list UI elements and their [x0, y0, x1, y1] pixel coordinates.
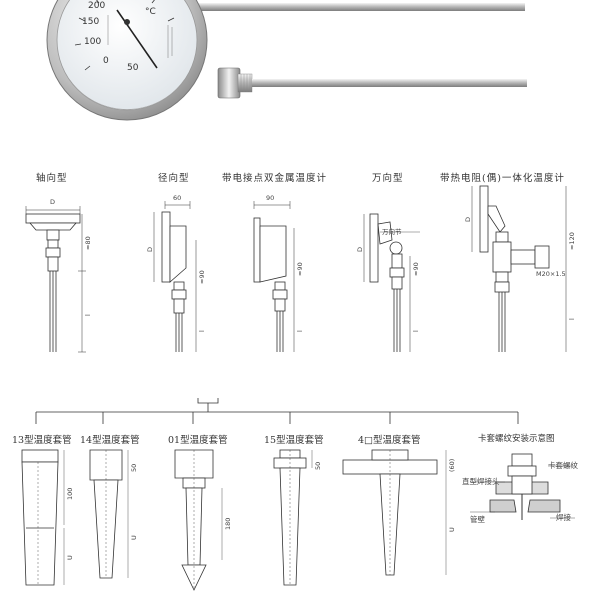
- integrated-drawing: [471, 185, 567, 352]
- dim-80-axial: ≈80: [84, 236, 92, 250]
- dim-180-sleeve01: 180: [224, 517, 232, 530]
- dim-50-sleeve15: 50: [314, 461, 322, 470]
- dim-u-sleeve14: U: [130, 535, 138, 540]
- install-thread: 卡套螺纹: [548, 461, 578, 470]
- dim-60-sleeve4: (60): [448, 458, 456, 472]
- dial-scale-150: 150: [82, 17, 99, 27]
- dim-50-sleeve14: 50: [130, 463, 138, 472]
- label-radial: 径向型: [158, 173, 190, 184]
- dial-scale-0: 0: [103, 56, 109, 66]
- dial-scale-50: 50: [127, 63, 139, 73]
- dim-90-universal: ≈90: [412, 262, 420, 276]
- dim-u-sleeve4: U: [448, 527, 456, 532]
- dim-100-sleeve13: 100: [66, 487, 74, 500]
- dial-scale-100: 100: [84, 37, 101, 47]
- dial-unit: °C: [145, 7, 156, 17]
- label-install: 卡套螺纹安装示意图: [478, 434, 555, 444]
- label-sleeve-01: 01型温度套管: [168, 435, 228, 446]
- sleeve-bracket: [35, 398, 519, 424]
- install-joint: 直型焊接头: [462, 477, 500, 486]
- label-universal: 万向型: [372, 173, 404, 184]
- label-sleeve-15: 15型温度套管: [264, 435, 324, 446]
- install-weld: 焊接: [556, 513, 571, 522]
- contact-drawing: [253, 201, 295, 352]
- install-wall: 管壁: [470, 515, 485, 524]
- stem-upper: [195, 3, 525, 11]
- install-drawing: [470, 453, 575, 520]
- dial-face: [56, 0, 198, 111]
- label-sleeve-4: 4□型温度套管: [358, 435, 421, 446]
- product-photo: 0 100 150 50 200 °C: [46, 0, 527, 121]
- dim-90v-contact: ≈90: [296, 262, 304, 276]
- dim-60-radial: 60: [173, 194, 182, 202]
- dim-90-contact: 90: [266, 194, 275, 202]
- sleeve-15-drawing: [273, 449, 313, 586]
- dim-note-universal: 万向节: [382, 228, 402, 236]
- label-axial: 轴向型: [36, 173, 68, 184]
- dim-l-universal: l: [412, 330, 420, 332]
- dim-l-integrated: l: [568, 318, 576, 320]
- type-drawings: [25, 185, 567, 353]
- universal-drawing: [363, 213, 420, 352]
- label-sleeve-13: 13型温度套管: [12, 435, 72, 446]
- axial-drawing: [25, 206, 86, 353]
- dim-90-radial: ≈90: [198, 270, 206, 284]
- dim-d-integrated: D: [464, 216, 472, 222]
- sleeve-14-drawing: [89, 449, 129, 579]
- stem-lower: [252, 79, 527, 87]
- dim-l-contact: l: [296, 330, 304, 332]
- radial-drawing: [153, 201, 197, 352]
- dial-ticks: [74, 0, 175, 71]
- sleeve-01-drawing: [174, 449, 223, 591]
- dim-u-sleeve13: U: [66, 555, 74, 560]
- sleeve-13-drawing: [21, 449, 65, 586]
- dial-fine-print: [107, 15, 173, 58]
- dim-120-integrated: ≈120: [568, 232, 576, 250]
- sleeve-4-drawing: [342, 449, 447, 576]
- dial-pointer: [116, 9, 158, 69]
- label-contact: 带电接点双金属温度计: [222, 173, 328, 184]
- dim-d-radial: D: [146, 246, 154, 252]
- dim-d-universal: D: [356, 246, 364, 252]
- dim-l-axial: l: [84, 314, 92, 316]
- dim-thread-integrated: M20×1.5: [536, 270, 566, 278]
- dim-l-radial: l: [198, 330, 206, 332]
- label-integrated: 带热电阻(偶)一体化温度计: [440, 173, 565, 184]
- thread-fitting: [217, 67, 241, 99]
- dial-scale-200: 200: [88, 1, 105, 11]
- sleeve-drawings: [21, 449, 575, 591]
- label-sleeve-14: 14型温度套管: [80, 435, 140, 446]
- dim-d-axial: D: [50, 198, 56, 206]
